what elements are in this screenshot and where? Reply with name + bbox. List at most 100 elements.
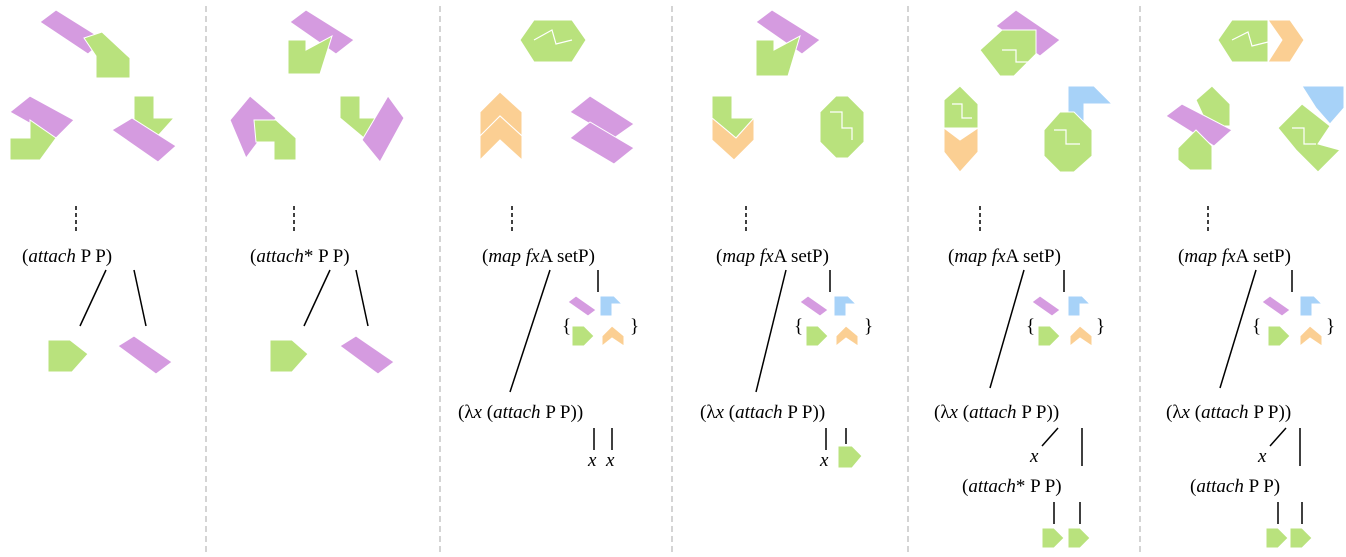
expression-segment: ( [716, 246, 722, 267]
attach-star-expression: (attach* P P) [250, 246, 350, 267]
orange-chevron [1069, 325, 1093, 348]
expression-segment: attach [493, 402, 541, 423]
purple-piece [361, 95, 405, 163]
expression-segment: attach [969, 402, 1017, 423]
green-piece [805, 325, 829, 347]
set-close-brace: } [864, 316, 873, 337]
purple-piece [569, 121, 635, 165]
composite-shape [287, 9, 355, 75]
expression-segment: (λ [458, 402, 474, 423]
expression-text: (λx (attach P P)) [700, 402, 825, 423]
x-variable: x [1257, 446, 1267, 467]
purple-piece [111, 117, 177, 163]
purple-piece [1261, 295, 1291, 317]
blue-piece [833, 295, 858, 317]
green-piece [83, 31, 131, 79]
attach-star-expression: (attach* P P) [962, 476, 1062, 497]
expression-segment: A setP) [774, 246, 829, 267]
orange-chevron [835, 325, 859, 348]
orange-chevron [1299, 325, 1323, 348]
expression-segment: attach [1196, 476, 1244, 497]
green-piece [47, 339, 89, 373]
expression-segment: ( [1178, 246, 1184, 267]
x-variable: x [587, 450, 597, 471]
map-expression: (map fxA setP) [948, 246, 1061, 267]
expression-segment: P P) [1244, 476, 1280, 497]
composite-shape [1165, 85, 1233, 171]
composite-shape [569, 95, 635, 165]
x-variable: x [605, 450, 615, 471]
composite-shape [755, 9, 821, 77]
expression-text: (attach P P) [22, 246, 112, 267]
tree-edge [133, 269, 147, 327]
expression-text: (attach* P P) [962, 476, 1062, 497]
set-close-brace: } [630, 316, 639, 337]
expression-segment: ( [958, 402, 969, 423]
tree-edge [303, 269, 331, 327]
map-expression: (map fxA setP) [1178, 246, 1291, 267]
blue-piece [1299, 295, 1324, 317]
attach-expression: (attach P P) [22, 246, 112, 267]
green-piece [1277, 103, 1341, 173]
piece-seam [952, 103, 972, 119]
x-variable: x [1029, 446, 1039, 467]
blue-piece [1067, 295, 1092, 317]
piece-seam [830, 111, 853, 140]
panel-5: (map fxA setP) { } (λx (attach P P)) x (… [934, 9, 1114, 549]
expression-segment: x [1181, 402, 1191, 423]
expression-segment: x [715, 402, 725, 423]
expression-segment: attach [256, 246, 304, 267]
lambda-expression: (λx (attach P P)) [458, 402, 583, 423]
map-expression: (map fxA setP) [482, 246, 595, 267]
expression-segment: (λ [700, 402, 716, 423]
tree-edge [989, 269, 1025, 389]
x-variable: x [819, 450, 829, 471]
expression-text: (attach P P) [1190, 476, 1280, 497]
expression-segment: map fx [1184, 246, 1236, 267]
composite-shape [979, 9, 1061, 77]
expression-segment: P P)) [1249, 402, 1292, 423]
set-close-brace: } [1096, 316, 1105, 337]
expression-text: (map fxA setP) [1178, 246, 1291, 267]
green-hexagon-composite [1043, 111, 1093, 173]
expression-text: (map fxA setP) [948, 246, 1061, 267]
composite-shape [711, 95, 756, 161]
expression-segment: (λ [934, 402, 950, 423]
expression-segment: * P P) [304, 246, 350, 267]
green-piece [755, 34, 801, 77]
expression-segment: ( [250, 246, 256, 267]
expression-segment: A setP) [1236, 246, 1291, 267]
composite-shape [111, 95, 177, 163]
expression-segment: (λ [1166, 402, 1182, 423]
expression-text: (λx (attach P P)) [458, 402, 583, 423]
tree-edge [1269, 427, 1287, 447]
expression-segment: ( [482, 402, 493, 423]
orange-chevron [601, 325, 625, 348]
expression-segment: attach [1201, 402, 1249, 423]
green-piece [1037, 325, 1061, 347]
blue-piece [1301, 85, 1345, 125]
green-piece [1177, 129, 1213, 171]
lambda-expression: (λx (attach P P)) [934, 402, 1059, 423]
tree-edge [79, 269, 107, 327]
green-piece [269, 339, 309, 373]
blue-piece [599, 295, 624, 317]
map-expression: (map fxA setP) [716, 246, 829, 267]
orange-chevron [479, 115, 523, 162]
green-piece [287, 34, 333, 75]
panel-2: (attach* P P) [229, 9, 405, 375]
purple-piece [1031, 295, 1061, 317]
tree-edge [509, 269, 551, 393]
expression-segment: ( [482, 246, 488, 267]
orange-chevron [1267, 19, 1305, 63]
expression-text: (map fxA setP) [716, 246, 829, 267]
panel-separators [205, 6, 1141, 552]
expression-segment: map fx [488, 246, 540, 267]
green-piece [1265, 527, 1289, 549]
expression-segment: ( [1190, 476, 1196, 497]
tree-edge [1041, 427, 1059, 447]
panel-4: (map fxA setP) { } (λx (attach P P)) x [700, 9, 873, 471]
panel-1: (attach P P) [9, 9, 177, 375]
green-piece [943, 85, 979, 129]
piece-seam [1002, 49, 1030, 63]
